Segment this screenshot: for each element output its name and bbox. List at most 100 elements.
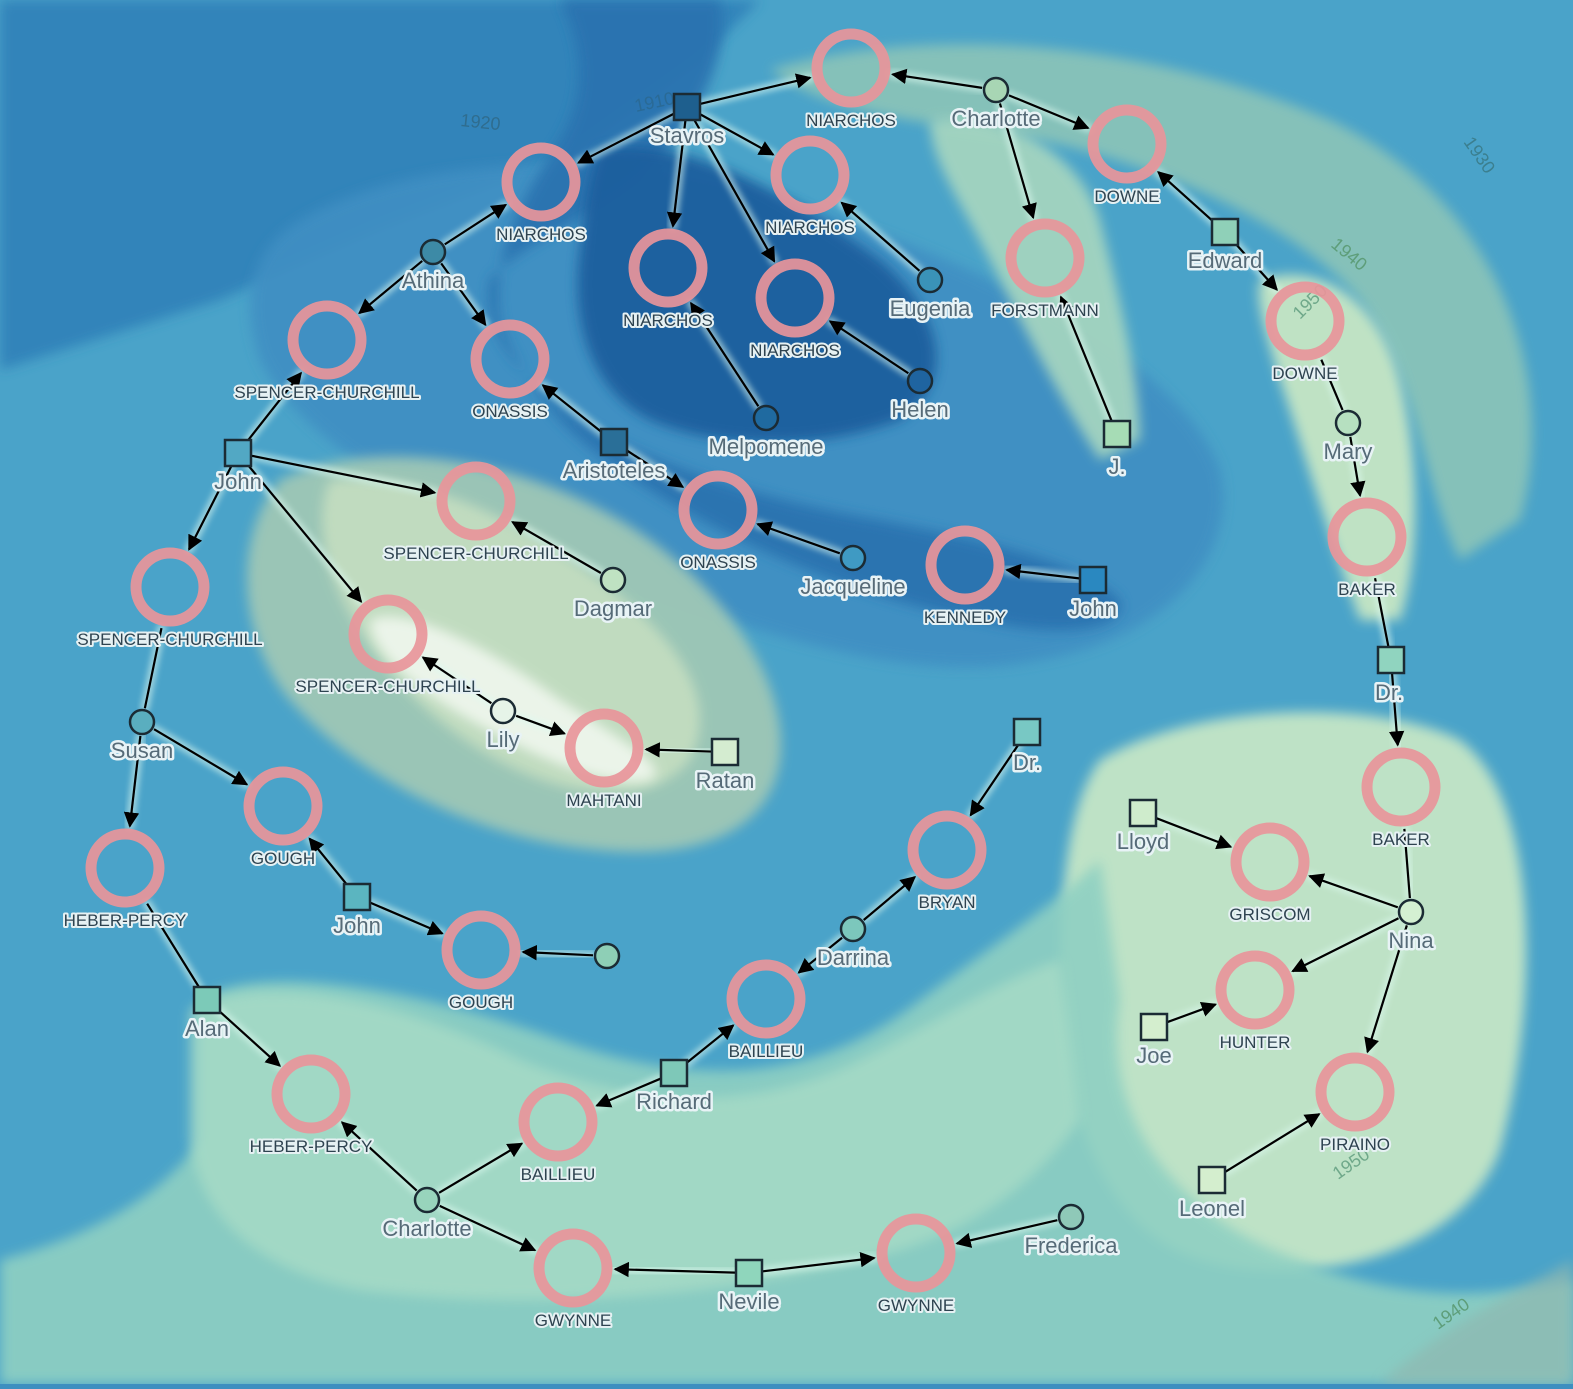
family-ring-f-heber-2[interactable] xyxy=(271,1054,351,1134)
family-ring-f-griscom[interactable] xyxy=(1230,822,1310,902)
edge-stavros-f_niarchos_top xyxy=(700,73,812,105)
family-ring-f-niarchos-mid[interactable] xyxy=(770,135,850,215)
family-label: ONASSIS xyxy=(472,402,548,421)
family-ring-f-piraino[interactable] xyxy=(1315,1052,1395,1132)
person-square-leonel[interactable] xyxy=(1197,1165,1227,1195)
person-square-john-gough[interactable] xyxy=(342,882,372,912)
person-circle-helen[interactable] xyxy=(906,367,934,395)
edge-dagmar-f_spencer_mid xyxy=(511,521,602,574)
edge-john_left-f_spencer_low xyxy=(246,463,363,603)
family-ring-f-gwynne-2[interactable] xyxy=(876,1213,956,1293)
edge-john_left-f_spencer_left xyxy=(188,464,233,551)
family-ring-f-spencer-left[interactable] xyxy=(130,547,210,627)
person-square-dr-right[interactable] xyxy=(1376,645,1406,675)
family-label: SPENCER-CHURCHILL xyxy=(77,630,262,649)
family-ring-f-baillieu-1[interactable] xyxy=(726,959,806,1039)
edge-darrina-f_bryan xyxy=(863,876,917,921)
person-circle-melpomene[interactable] xyxy=(752,404,780,432)
edge-athina-f_spencer_top xyxy=(358,260,423,315)
family-ring-f-niarchos-b[interactable] xyxy=(755,258,835,338)
person-circle-athina[interactable] xyxy=(419,238,447,266)
family-ring-f-spencer-top[interactable] xyxy=(287,300,367,380)
family-ring-f-forstmann[interactable] xyxy=(1005,218,1085,298)
person-square-ratan[interactable] xyxy=(710,737,740,767)
family-label: NIARCHOS xyxy=(806,111,896,130)
person-label: John xyxy=(214,469,262,494)
person-square-j[interactable] xyxy=(1102,419,1132,449)
family-ring-f-mahtani[interactable] xyxy=(564,708,644,788)
family-ring-f-niarchos-top[interactable] xyxy=(811,28,891,108)
person-square-dr-mid[interactable] xyxy=(1012,717,1042,747)
person-circle-jacqueline[interactable] xyxy=(839,544,867,572)
person-square-edward[interactable] xyxy=(1210,217,1240,247)
person-circle-charlotte-bottom[interactable] xyxy=(413,1186,441,1214)
person-circle-dagmar[interactable] xyxy=(599,566,627,594)
edge-john_gough-f_gough_2 xyxy=(369,901,444,936)
person-circle-eugenia[interactable] xyxy=(916,266,944,294)
family-ring-f-heber-1[interactable] xyxy=(85,828,165,908)
person-label: Stavros xyxy=(650,123,725,148)
person-circle-lily[interactable] xyxy=(489,697,517,725)
person-square-nevile[interactable] xyxy=(734,1258,764,1288)
edge-nevile-f_gwynne_1 xyxy=(613,1261,736,1278)
person-circle-gough-partner[interactable] xyxy=(593,942,621,970)
family-ring-f-bryan[interactable] xyxy=(907,810,987,890)
person-label: Mary xyxy=(1324,439,1373,464)
family-label: GWYNNE xyxy=(878,1296,955,1315)
family-ring-f-spencer-mid[interactable] xyxy=(436,461,516,541)
edge-aristoteles-f_onassis_1 xyxy=(541,384,604,435)
family-ring-f-hunter[interactable] xyxy=(1215,950,1295,1030)
family-ring-f-gough-1[interactable] xyxy=(243,766,323,846)
edge-charlotte_top-f_forstmann xyxy=(998,103,1037,220)
family-ring-f-onassis-2[interactable] xyxy=(678,470,758,550)
edge-gough_partner-f_gough_2 xyxy=(521,944,594,961)
edge-edward-f_downe_2 xyxy=(1233,241,1278,291)
edge-richard-f_baillieu_1 xyxy=(684,1024,735,1066)
person-label: Nevile xyxy=(718,1289,779,1314)
family-label: ONASSIS xyxy=(680,553,756,572)
person-square-lloyd[interactable] xyxy=(1128,798,1158,828)
family-ring-f-baker-1[interactable] xyxy=(1327,497,1407,577)
contour-bottom-olive xyxy=(190,960,1080,1300)
family-ring-f-downe-2[interactable] xyxy=(1265,281,1345,361)
family-ring-f-niarchos-left[interactable] xyxy=(501,142,581,222)
family-label: GOUGH xyxy=(449,993,513,1012)
edge-charlotte_bottom-f_heber_2 xyxy=(340,1121,418,1192)
person-square-richard[interactable] xyxy=(659,1058,689,1088)
person-circle-frederica[interactable] xyxy=(1057,1203,1085,1231)
family-label: SPENCER-CHURCHILL xyxy=(234,383,419,402)
person-label: Lily xyxy=(486,727,519,752)
person-square-stavros[interactable] xyxy=(672,92,702,122)
person-square-john-kennedy[interactable] xyxy=(1078,565,1108,595)
person-circle-charlotte-top[interactable] xyxy=(982,76,1010,104)
family-ring-f-onassis-1[interactable] xyxy=(470,319,550,399)
person-square-alan[interactable] xyxy=(192,985,222,1015)
contour-outer-bottomright xyxy=(1380,1260,1573,1384)
person-circle-susan[interactable] xyxy=(128,708,156,736)
person-label: John xyxy=(1069,596,1117,621)
edge-athina-f_onassis_1 xyxy=(440,262,487,327)
edge-dr_right-f_baker_2 xyxy=(1388,673,1405,747)
person-square-john-left[interactable] xyxy=(223,438,253,468)
person-label: Alan xyxy=(185,1016,229,1041)
family-ring-f-kennedy[interactable] xyxy=(925,525,1005,605)
person-square-joe[interactable] xyxy=(1139,1012,1169,1042)
person-circle-darrina[interactable] xyxy=(839,915,867,943)
family-ring-f-niarchos-a[interactable] xyxy=(628,228,708,308)
family-ring-f-baillieu-2[interactable] xyxy=(518,1082,598,1162)
family-ring-f-downe-1[interactable] xyxy=(1087,104,1167,184)
edge-frederica-f_gwynne_2 xyxy=(955,1219,1058,1248)
edge-stavros-f_niarchos_a xyxy=(666,120,687,228)
person-square-aristoteles[interactable] xyxy=(599,427,629,457)
family-label: NIARCHOS xyxy=(623,311,713,330)
person-circle-mary[interactable] xyxy=(1334,409,1362,437)
person-label: Charlotte xyxy=(951,106,1040,131)
person-circle-nina[interactable] xyxy=(1397,898,1425,926)
family-ring-f-spencer-low[interactable] xyxy=(348,594,428,674)
edge-darrina-f_baillieu_1 xyxy=(797,936,843,974)
family-ring-f-gough-2[interactable] xyxy=(441,910,521,990)
person-label: Ratan xyxy=(696,768,755,793)
family-ring-f-gwynne-1[interactable] xyxy=(533,1228,613,1308)
family-ring-f-baker-2[interactable] xyxy=(1361,747,1441,827)
